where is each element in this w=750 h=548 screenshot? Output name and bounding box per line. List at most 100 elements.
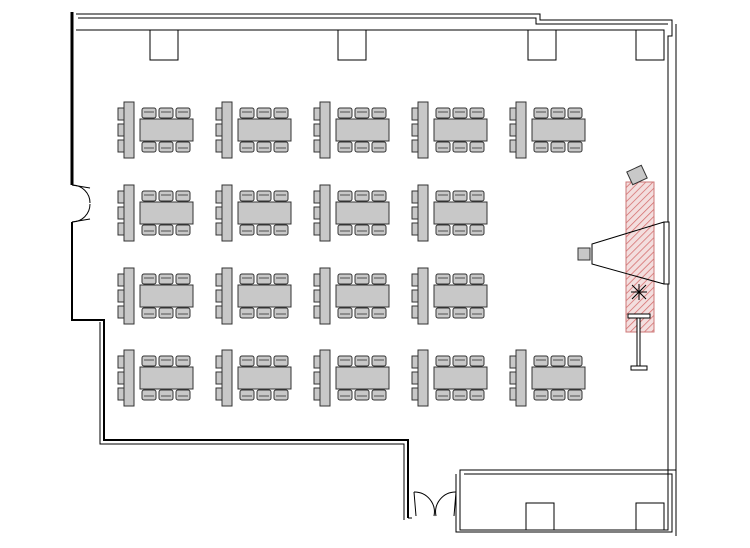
- chair[interactable]: [141, 389, 157, 401]
- chair[interactable]: [215, 371, 223, 385]
- chair[interactable]: [469, 141, 485, 153]
- end-chair[interactable]: [221, 101, 233, 159]
- chair[interactable]: [411, 289, 419, 303]
- chair[interactable]: [411, 206, 419, 220]
- chair[interactable]: [117, 222, 125, 236]
- chair[interactable]: [273, 107, 289, 119]
- chair[interactable]: [354, 355, 370, 367]
- chair[interactable]: [117, 107, 125, 121]
- chair[interactable]: [435, 224, 451, 236]
- table-group[interactable]: [411, 101, 488, 159]
- chair[interactable]: [337, 307, 353, 319]
- table-group[interactable]: [117, 184, 194, 242]
- chair[interactable]: [313, 123, 321, 137]
- chair[interactable]: [313, 273, 321, 287]
- end-chair[interactable]: [319, 184, 331, 242]
- chair[interactable]: [567, 355, 583, 367]
- chair[interactable]: [371, 273, 387, 285]
- chair[interactable]: [117, 305, 125, 319]
- chair[interactable]: [354, 190, 370, 202]
- chair[interactable]: [435, 307, 451, 319]
- chair[interactable]: [371, 141, 387, 153]
- table-group[interactable]: [215, 349, 292, 407]
- chair[interactable]: [411, 107, 419, 121]
- chair[interactable]: [273, 389, 289, 401]
- table[interactable]: [237, 118, 292, 142]
- chair[interactable]: [313, 190, 321, 204]
- chair[interactable]: [354, 224, 370, 236]
- table-group[interactable]: [215, 184, 292, 242]
- table[interactable]: [531, 118, 586, 142]
- chair[interactable]: [435, 190, 451, 202]
- chair[interactable]: [158, 307, 174, 319]
- chair[interactable]: [567, 389, 583, 401]
- chair[interactable]: [256, 273, 272, 285]
- chair[interactable]: [550, 141, 566, 153]
- chair[interactable]: [158, 389, 174, 401]
- table[interactable]: [139, 118, 194, 142]
- chair[interactable]: [452, 141, 468, 153]
- chair[interactable]: [175, 273, 191, 285]
- chair[interactable]: [354, 107, 370, 119]
- chair[interactable]: [175, 389, 191, 401]
- chair[interactable]: [337, 273, 353, 285]
- chair[interactable]: [273, 141, 289, 153]
- chair[interactable]: [117, 273, 125, 287]
- chair[interactable]: [158, 355, 174, 367]
- table-group[interactable]: [411, 267, 488, 325]
- chair[interactable]: [509, 123, 517, 137]
- table[interactable]: [335, 366, 390, 390]
- chair[interactable]: [337, 107, 353, 119]
- chair[interactable]: [337, 355, 353, 367]
- chair[interactable]: [141, 355, 157, 367]
- chair[interactable]: [337, 141, 353, 153]
- chair[interactable]: [175, 107, 191, 119]
- chair[interactable]: [117, 206, 125, 220]
- chair[interactable]: [435, 141, 451, 153]
- chair[interactable]: [141, 224, 157, 236]
- chair[interactable]: [256, 224, 272, 236]
- chair[interactable]: [175, 355, 191, 367]
- table[interactable]: [531, 366, 586, 390]
- chair[interactable]: [256, 389, 272, 401]
- chair[interactable]: [117, 387, 125, 401]
- end-chair[interactable]: [515, 101, 527, 159]
- chair[interactable]: [469, 355, 485, 367]
- table-group[interactable]: [509, 101, 586, 159]
- table[interactable]: [237, 366, 292, 390]
- chair[interactable]: [215, 355, 223, 369]
- chair[interactable]: [117, 355, 125, 369]
- table[interactable]: [335, 284, 390, 308]
- end-chair[interactable]: [123, 267, 135, 325]
- chair[interactable]: [509, 139, 517, 153]
- chair[interactable]: [371, 355, 387, 367]
- chair[interactable]: [452, 190, 468, 202]
- table[interactable]: [433, 201, 488, 225]
- chair[interactable]: [158, 273, 174, 285]
- chair[interactable]: [337, 224, 353, 236]
- chair[interactable]: [141, 107, 157, 119]
- end-chair[interactable]: [221, 267, 233, 325]
- table[interactable]: [335, 118, 390, 142]
- end-chair[interactable]: [221, 349, 233, 407]
- chair[interactable]: [411, 190, 419, 204]
- table[interactable]: [433, 118, 488, 142]
- chair[interactable]: [337, 190, 353, 202]
- chair[interactable]: [256, 141, 272, 153]
- chair[interactable]: [411, 222, 419, 236]
- end-chair[interactable]: [515, 349, 527, 407]
- chair[interactable]: [354, 141, 370, 153]
- chair[interactable]: [117, 123, 125, 137]
- chair[interactable]: [371, 307, 387, 319]
- chair[interactable]: [469, 107, 485, 119]
- table[interactable]: [433, 284, 488, 308]
- chair[interactable]: [452, 224, 468, 236]
- chair[interactable]: [313, 289, 321, 303]
- chair[interactable]: [533, 107, 549, 119]
- table-group[interactable]: [313, 101, 390, 159]
- chair[interactable]: [215, 222, 223, 236]
- end-chair[interactable]: [417, 101, 429, 159]
- chair[interactable]: [469, 389, 485, 401]
- chair[interactable]: [273, 273, 289, 285]
- chair[interactable]: [175, 141, 191, 153]
